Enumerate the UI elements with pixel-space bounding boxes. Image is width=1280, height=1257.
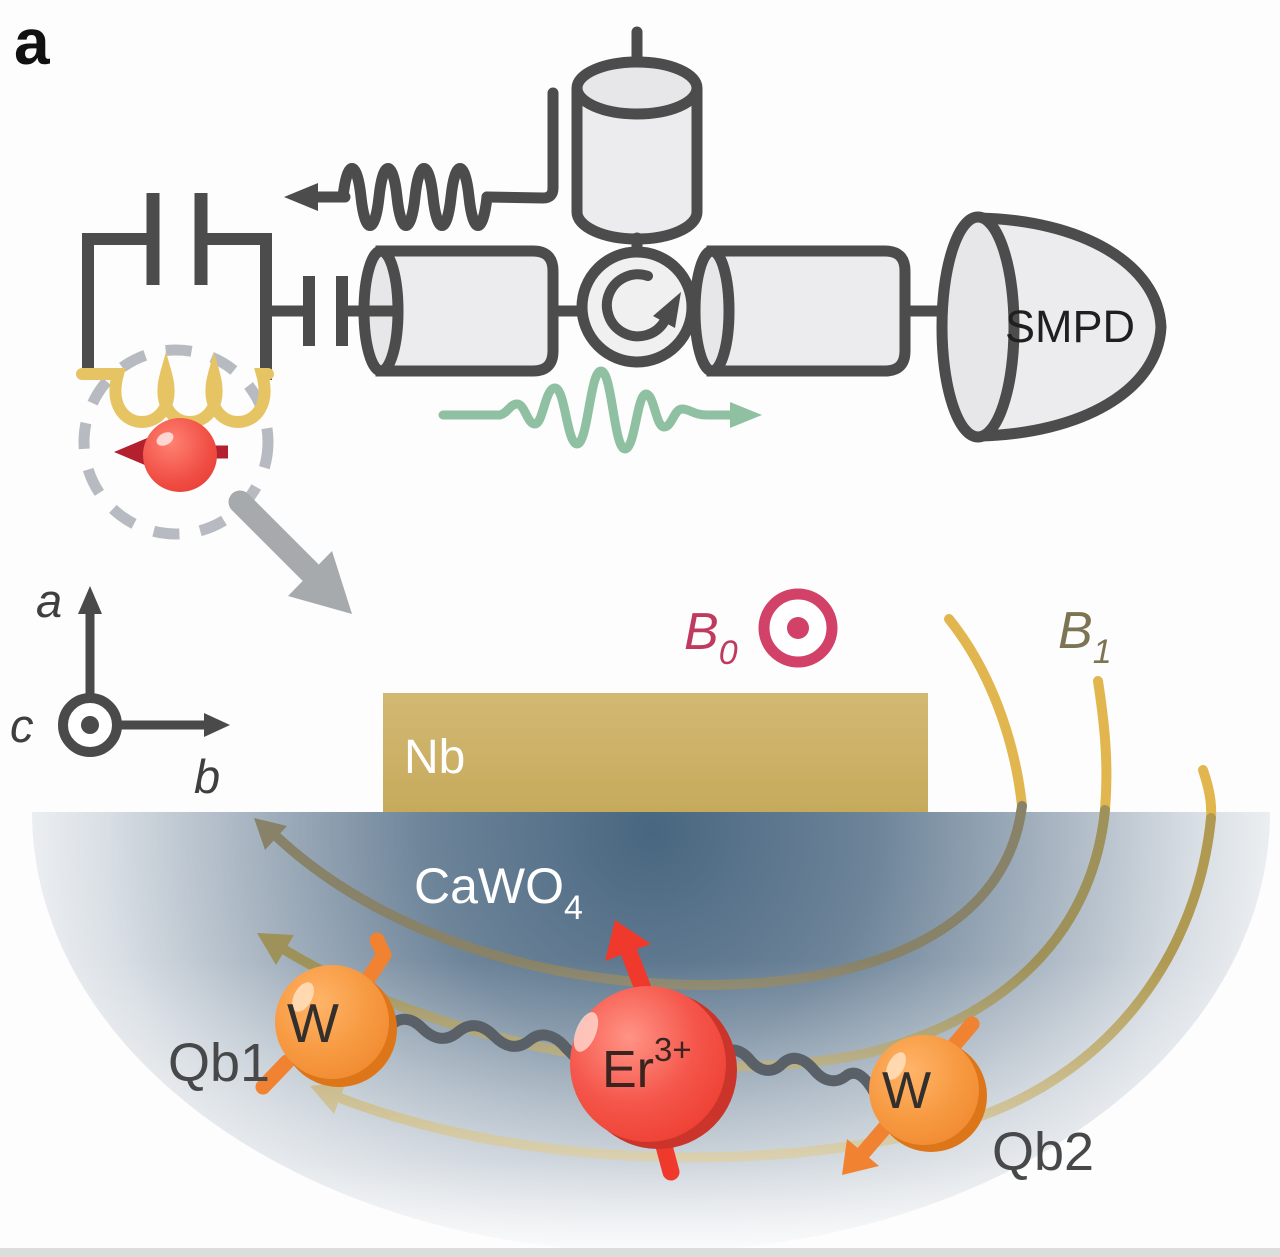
spin-ball-highlight [156,432,174,446]
er-label: Er3+ [602,1031,692,1099]
qb1-label: Qb1 [168,1033,270,1093]
qb2-label: Qb2 [992,1122,1094,1182]
qb1-atom-label: W [287,992,339,1054]
b1-field-line-2-outside [1093,676,1112,815]
pump-line [481,87,559,204]
crystal-label: CaWO4 [414,858,583,927]
axis-a-label: a [36,574,62,627]
right-cylinder-face-icon [689,245,735,377]
microwave-circuit: SMPD [76,26,1167,614]
qb2-spin-arrow-head-icon [842,1139,879,1175]
spin-ball-icon [143,418,217,492]
qb2-spin-arrow-shaft [856,1116,896,1160]
er-ball-highlight [573,1012,599,1052]
circulator-arrow-head-icon [653,292,681,328]
crystal-axes: a c b [10,574,230,803]
right-cylinder-body-icon [706,245,911,377]
b0-dot [787,617,809,639]
right-coax-attenuator [686,245,952,377]
circulator-arrow-arc [601,269,669,342]
b1-field-line-2-arrow-icon [257,933,294,965]
wavepacket-icon [438,366,737,454]
loss-port [284,87,559,231]
crystal-subscript-text: 4 [564,889,583,927]
left-cylinder-body-icon [375,245,559,377]
sample-crystal: Nb CaWO4 B0 B1 [0,588,1280,1257]
coupling-qb1-er-icon [380,1013,586,1068]
loss-arrow-head-icon [284,183,318,211]
b1-field-line-3-outside [1198,765,1217,823]
photon-wavepacket [438,366,762,454]
axis-b-label: b [194,750,220,803]
vertical-attenuator [571,26,703,261]
b1-subscript-text: 1 [1093,633,1112,671]
er-spin-arrow-head-icon [605,920,651,961]
b1-label: B1 [1058,602,1112,671]
erbium-ion: Er3+ [570,920,737,1181]
nb-label: Nb [404,731,465,784]
qb1-spin-up-stub [354,932,392,996]
zoom-arrow [228,490,352,614]
axis-c-label: c [10,699,34,752]
qb1-ball-highlight [292,982,314,1012]
coupling-er-qb2-icon [710,1044,880,1098]
lc-resonator [76,193,274,540]
zoom-arrow-head-icon [288,551,352,614]
qubit2: W [842,1016,987,1175]
smpd-detector: SMPD [936,211,1167,443]
crystal-formula-text: CaWO [414,858,564,914]
qb2-ball-highlight [886,1052,906,1080]
qubit1: W [255,932,397,1095]
b1-field-line-1-outside [944,614,1027,811]
panel-label: a [14,6,50,78]
vertical-cylinder-top-icon [571,56,703,120]
b1-symbol-text: B [1058,602,1093,660]
er-charge-text: 3+ [654,1031,692,1068]
er-symbol-text: Er [602,1041,654,1099]
qb2-atom-label: W [882,1062,931,1120]
spin-arrow-head-icon [114,436,152,468]
smpd-label: SMPD [1005,301,1135,352]
resonator-wire-right [207,233,272,380]
b0-field: B0 [684,588,838,672]
smpd-horn-face-icon [936,211,1020,443]
circulator [576,246,698,368]
dashed-zoom-circle [78,344,274,540]
axis-c-dot [81,716,99,734]
left-coax-attenuator [342,245,590,377]
axis-a-arrow-icon [78,586,102,614]
inductor-coil-icon [76,351,274,428]
spring-icon [337,163,493,231]
smpd-horn-icon [972,212,1167,442]
er-ball-icon [570,986,726,1142]
wavepacket-arrow-head-icon [730,402,762,428]
b0-subscript-text: 0 [719,634,738,672]
nb-electrode-icon [383,693,928,812]
zoom-arrow-shaft [228,490,324,586]
b0-symbol-text: B [684,603,719,661]
b1-field-line-1-arrow-icon [254,818,287,850]
axis-b-arrow-icon [204,713,230,737]
b0-label: B0 [684,603,738,672]
figure-bottom-edge [0,1248,1280,1257]
resonator-wire-left [82,233,147,380]
spin-in-resonator [114,418,228,492]
qb1-spin-down-stub [255,1054,295,1095]
